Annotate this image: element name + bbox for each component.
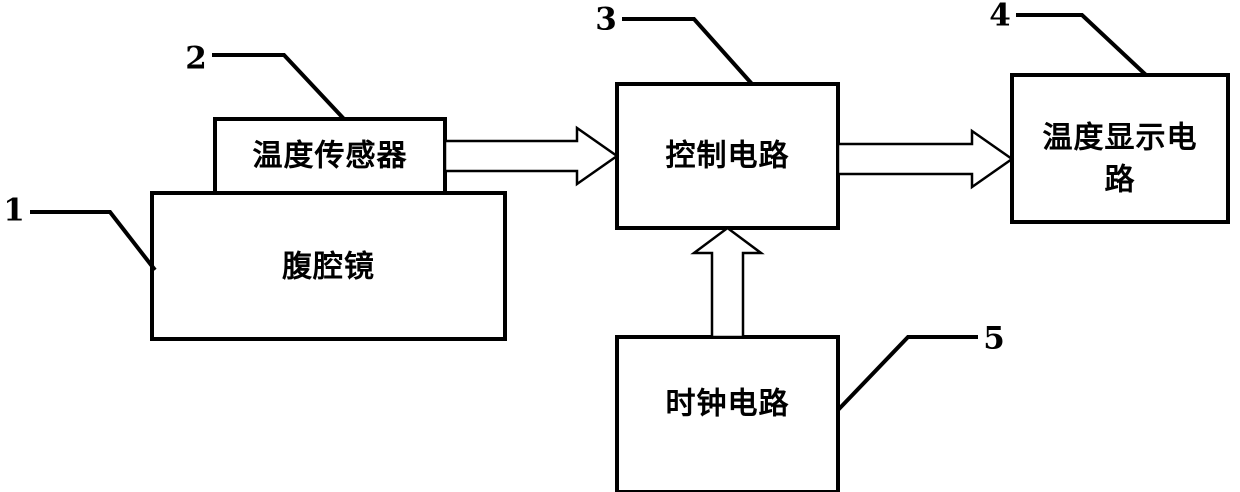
block-temperature-display-circuit[interactable]: 温度显示电 路 [1010, 73, 1230, 224]
block-control-circuit-label: 控制电路 [666, 139, 790, 174]
leader-line-5 [836, 335, 978, 412]
leader-line-3 [622, 17, 754, 86]
block-clock-circuit-rect [615, 335, 840, 492]
reference-numeral-2: 2 [185, 41, 207, 77]
reference-numeral-5: 5 [983, 321, 1005, 357]
leader-line-2 [212, 53, 346, 121]
block-arrow-up-icon [690, 226, 765, 339]
block-clock-circuit-label: 时钟电路 [666, 387, 790, 422]
block-control-circuit[interactable]: 控制电路 [615, 82, 840, 230]
block-temperature-display-circuit-label-line2: 路 [1105, 163, 1136, 198]
block-laparoscope-rect [150, 191, 507, 341]
connector-sensor-to-control [443, 125, 620, 187]
block-temperature-sensor-rect [213, 117, 447, 195]
reference-numeral-3: 3 [595, 2, 617, 38]
reference-numeral-4: 4 [989, 0, 1011, 34]
block-temperature-sensor-label: 温度传感器 [253, 139, 408, 174]
block-clock-circuit[interactable]: 时钟电路 [615, 335, 840, 492]
leader-line-1 [30, 210, 157, 272]
block-arrow-right-icon [836, 128, 1015, 190]
block-laparoscope[interactable]: 腹腔镜 [150, 191, 507, 341]
connector-control-to-display [836, 128, 1015, 190]
reference-numeral-1: 1 [3, 193, 25, 229]
reference-callout-3: 3 [595, 2, 754, 86]
reference-callout-5: 5 [836, 321, 1005, 412]
block-temperature-display-circuit-label-line1: 温度显示电 [1043, 121, 1198, 156]
leader-line-4 [1016, 13, 1148, 77]
block-temperature-sensor[interactable]: 温度传感器 [213, 117, 447, 195]
block-temperature-display-circuit-rect [1010, 73, 1230, 224]
reference-callout-2: 2 [185, 41, 346, 121]
reference-callout-1: 1 [3, 193, 157, 272]
block-arrow-right-icon [443, 125, 620, 187]
connector-clock-to-control [690, 226, 765, 339]
reference-callout-4: 4 [989, 0, 1148, 77]
block-laparoscope-label: 腹腔镜 [282, 250, 375, 285]
